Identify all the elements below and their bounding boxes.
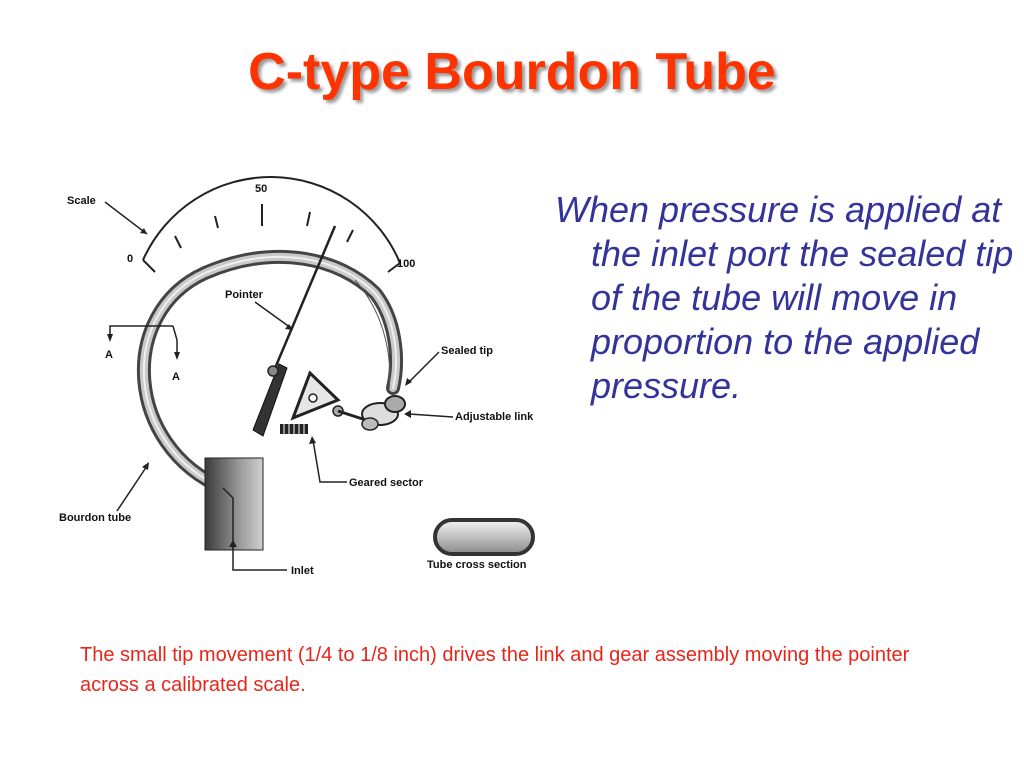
label-tube-cross-section: Tube cross section — [427, 559, 527, 571]
label-section-a-right: A — [172, 371, 180, 383]
tube-cross-section — [433, 518, 535, 556]
scale-value-0: 0 — [127, 253, 133, 265]
main-bullet-text: When pressure is applied at the inlet po… — [555, 189, 1014, 406]
scale-value-100: 100 — [397, 258, 415, 270]
label-scale: Scale — [67, 195, 96, 207]
scale-arc — [142, 176, 401, 264]
label-sealed-tip: Sealed tip — [441, 345, 493, 357]
label-adjustable-link: Adjustable link — [455, 411, 534, 423]
footnote-text: The small tip movement (1/4 to 1/8 inch)… — [80, 644, 910, 696]
inlet-block — [204, 457, 264, 551]
label-bourdon-tube: Bourdon tube — [59, 512, 131, 524]
label-geared-sector: Geared sector — [349, 477, 424, 489]
bourdon-tube-diagram: 0 50 100 Scale Inlet Pointer — [55, 168, 565, 588]
label-section-a-left: A — [105, 349, 113, 361]
scale-value-50: 50 — [255, 183, 267, 195]
pointer-needle — [271, 225, 337, 374]
slide-title: C-type Bourdon Tube — [248, 43, 776, 101]
label-pointer: Pointer — [225, 289, 264, 301]
scale-ticks — [142, 204, 401, 273]
label-inlet: Inlet — [291, 565, 314, 577]
